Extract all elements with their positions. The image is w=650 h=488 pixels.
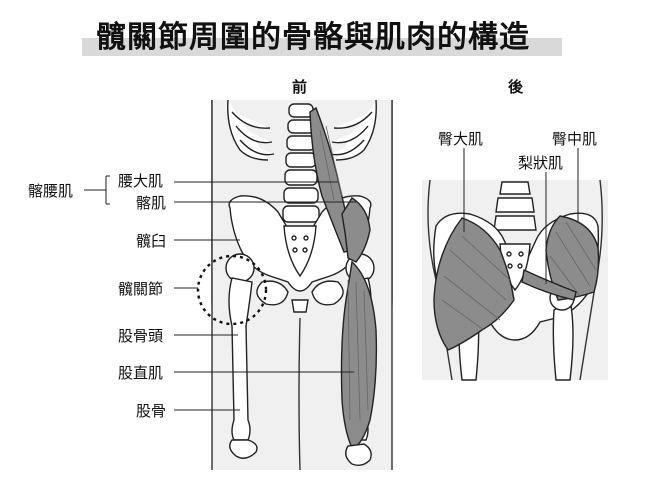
label-femoral-head: 股骨頭 bbox=[118, 327, 164, 345]
title-highlight bbox=[82, 38, 562, 56]
label-hip-joint: 髖關節 bbox=[118, 280, 164, 298]
label-gluteus-maximus: 臀大肌 bbox=[438, 130, 484, 148]
label-rectus-femoris: 股直肌 bbox=[118, 364, 164, 382]
hip-joint-highlight bbox=[196, 254, 268, 326]
front-femur-left bbox=[225, 253, 258, 459]
back-view-label: 後 bbox=[508, 78, 524, 96]
back-leader-lines bbox=[463, 148, 579, 284]
psoas-major-shape bbox=[309, 106, 353, 253]
back-muscles bbox=[433, 215, 600, 351]
front-view-label: 前 bbox=[292, 78, 308, 96]
label-gluteus-medius: 臀中肌 bbox=[552, 130, 598, 148]
label-psoas-major: 腰大肌 bbox=[118, 172, 164, 190]
label-femur: 股骨 bbox=[136, 402, 167, 420]
label-acetabulum: 髖臼 bbox=[136, 232, 167, 250]
label-iliacus: 髂肌 bbox=[136, 194, 167, 212]
spine bbox=[282, 103, 320, 223]
label-iliopsoas: 髂腰肌 bbox=[28, 182, 74, 200]
gluteus-maximus-shape bbox=[433, 217, 515, 351]
back-view-figure bbox=[422, 179, 608, 381]
piriformis-shape bbox=[521, 268, 577, 301]
front-view-figure bbox=[196, 99, 393, 471]
front-leader-lines bbox=[84, 175, 356, 411]
front-muscles bbox=[309, 106, 378, 449]
title-bar: 髖關節周圍的骨骼與肌肉的構造 bbox=[82, 12, 562, 58]
iliacus-shape bbox=[341, 197, 371, 263]
page-title: 髖關節周圍的骨骼與肌肉的構造 bbox=[96, 20, 530, 55]
front-knee-right bbox=[345, 443, 372, 467]
back-spine bbox=[493, 181, 537, 231]
rib-cage bbox=[227, 99, 377, 161]
label-piriformis: 梨狀肌 bbox=[518, 154, 564, 172]
